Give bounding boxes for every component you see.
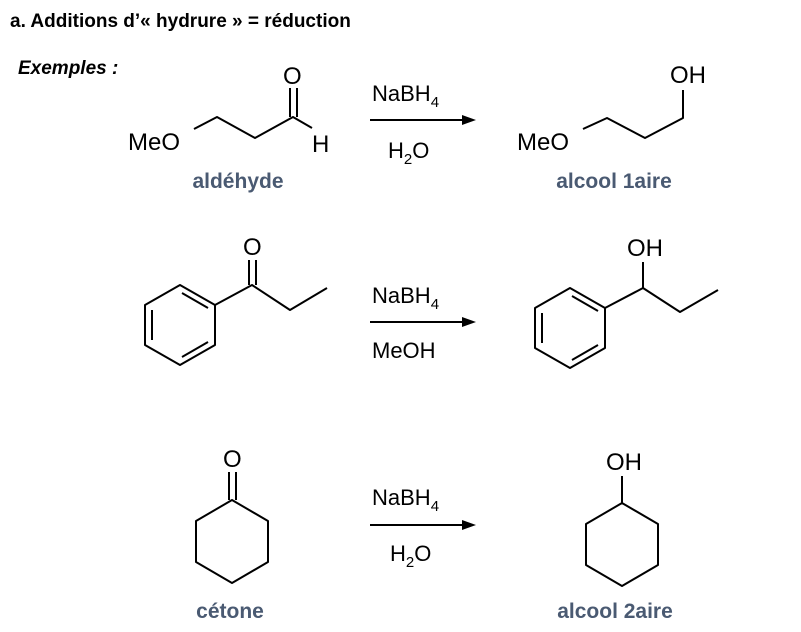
arrow-1: NaBH4 H2O [370,81,476,168]
svg-text:H2O: H2O [390,541,431,571]
atom-oh: OH [627,235,663,262]
label-ketone: cétone [196,600,264,623]
atom-meo: MeO [128,129,180,156]
atom-o: O [223,446,242,473]
svg-text:NaBH4: NaBH4 [372,81,439,111]
atom-meo: MeO [517,129,569,156]
reactant-aldehyde: MeO O H [128,63,329,158]
label-primary-alcohol: alcool 1aire [556,170,672,193]
reactant-cyclohexanone: O [195,446,269,584]
product-phenylpropanol: OH [534,235,719,369]
svg-text:H2O: H2O [388,138,429,168]
svg-text:NaBH4: NaBH4 [372,283,439,313]
examples-label: Exemples : [18,58,118,79]
svg-text:MeOH: MeOH [372,338,436,363]
product-primary-alcohol: MeO OH [517,62,706,156]
label-secondary-alcohol: alcool 2aire [557,600,673,623]
arrow-2: NaBH4 MeOH [370,283,476,363]
product-cyclohexanol: OH [585,449,659,587]
reactant-propiophenone: O [144,234,328,366]
arrow-3: NaBH4 H2O [370,485,476,571]
atom-oh: OH [606,449,642,476]
atom-oh: OH [670,62,706,89]
atom-h: H [312,131,329,158]
label-aldehyde: aldéhyde [192,170,283,193]
svg-text:NaBH4: NaBH4 [372,485,439,515]
atom-o: O [283,63,302,90]
atom-o: O [243,234,262,261]
heading: a. Additions d’« hydrure » = réduction [10,11,351,32]
